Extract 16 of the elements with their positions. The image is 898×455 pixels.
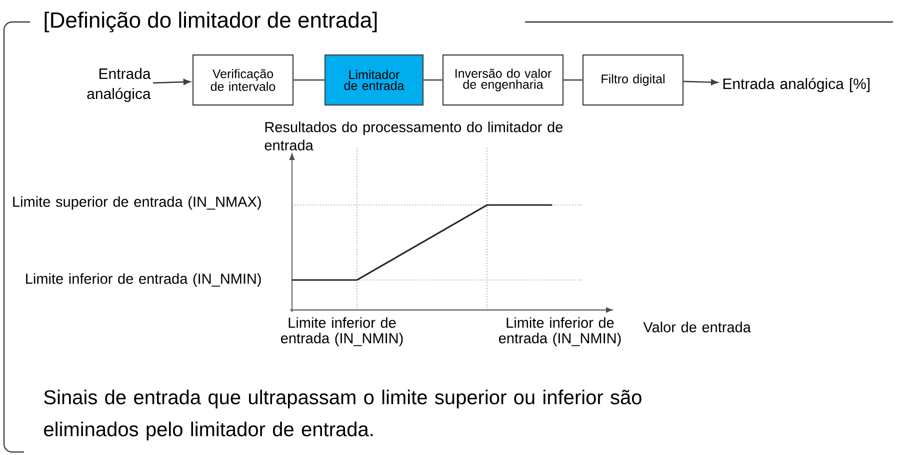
process-box: Inversão do valor de engenharia — [442, 54, 564, 106]
process-box: Limitador de entrada — [324, 54, 424, 106]
output-label: Entrada analógica [%] — [723, 78, 870, 92]
axis-label: Valor de entrada — [643, 322, 751, 332]
tick-label: Limite inferior de entrada (IN_NMIN) — [280, 317, 403, 346]
process-box: Filtro digital — [582, 54, 684, 106]
arrow — [152, 78, 190, 85]
tick-label: Limite inferior de entrada (IN_NMIN) — [498, 317, 621, 346]
process-box: Verificação de intervalo — [192, 54, 294, 106]
note: Sinais de entrada que ultrapassam o limite superior ou inferior são eliminados pelo limitador de entrada. — [44, 390, 642, 440]
axis-label: Limite superior de entrada (IN_NMAX) — [13, 196, 261, 210]
axis-label: Limite inferior de entrada (IN_NMIN) — [26, 273, 261, 287]
chart-title: Resultados do processamento do limitador de entrada — [264, 122, 563, 150]
title: [Definição do limitador de entrada] — [44, 12, 377, 32]
input-label: Entrada analógica — [87, 68, 151, 102]
arrow — [684, 79, 718, 86]
